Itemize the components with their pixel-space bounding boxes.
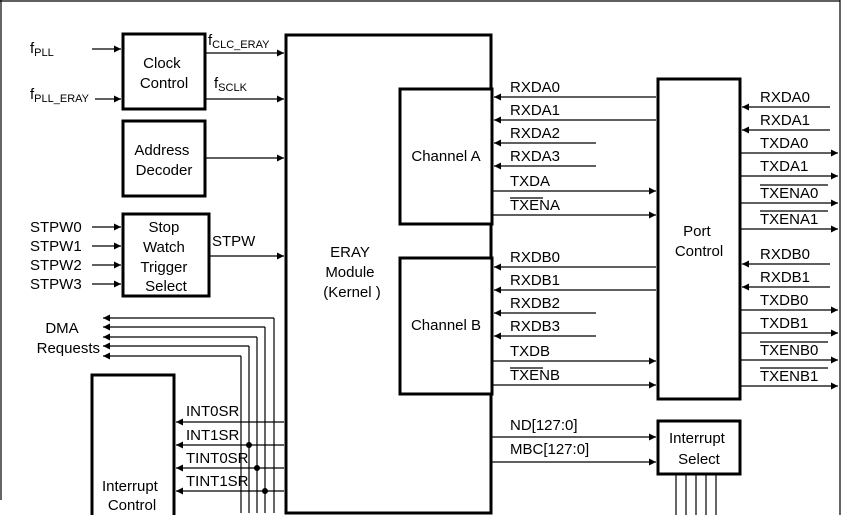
port-txda1-label: TXDA1 [760,158,808,175]
ch-a-txena-label: TXENA [510,197,560,214]
port-txdb0-label: TXDB0 [760,292,808,309]
eray-module-label: ERAY Module (Kernel ) [323,244,381,301]
channel-a-label: Channel A [411,148,480,165]
stpw-label: STPW [212,233,256,250]
interrupt-select-block [656,419,742,476]
clock-control-label: Clock Control [140,55,188,92]
ch-a-txda-label: TXDA [510,173,550,190]
address-decoder-block [121,119,207,198]
ch-b-rxdb3-label: RXDB3 [510,318,560,335]
ch-a-rxda1-label: RXDA1 [510,102,560,119]
junction-dot [246,442,252,448]
port-rxdb0-label: RXDB0 [760,246,810,263]
f-pll-eray-label: fPLL_ERAY [30,86,90,105]
interrupt-select-label: Interrupt Select [669,430,729,468]
junction-dot [262,488,268,494]
port-rxda0-label: RXDA0 [760,89,810,106]
interrupt-control-block [90,373,176,515]
stop-watch-trigger-label: Stop Watch Trigger Select [140,219,191,295]
ch-b-txenb-label: TXENB [510,367,560,384]
stpw1-label: STPW1 [30,238,82,255]
ch-b-txdb-label: TXDB [510,343,550,360]
port-rxda1-label: RXDA1 [760,112,810,129]
port-control-label: Port Control [675,223,723,260]
stpw3-label: STPW3 [30,276,82,293]
stpw2-label: STPW2 [30,257,82,274]
port-control-block [656,77,742,401]
port-txenb1-label: TXENB1 [760,368,818,385]
mbc-bus-label: MBC[127:0] [510,441,589,458]
clock-control-block [121,32,207,111]
interrupt-control-label: Interrupt Control [102,478,162,514]
f-clc-eray-label: fCLC_ERAY [208,32,270,51]
port-txenb0-label: TXENB0 [760,342,818,359]
ch-a-rxda2-label: RXDA2 [510,125,560,142]
port-txena1-label: TXENA1 [760,211,818,228]
channel-b-label: Channel B [411,317,481,334]
port-txdb1-label: TXDB1 [760,315,808,332]
dma-requests-label: DMA Requests [37,320,100,357]
port-txena0-label: TXENA0 [760,185,818,202]
channel-b-block [398,256,494,396]
ch-b-rxdb1-label: RXDB1 [510,272,560,289]
stpw0-label: STPW0 [30,219,82,236]
ch-b-rxdb0-label: RXDB0 [510,249,560,266]
tint1sr-label: TINT1SR [186,473,249,490]
tint0sr-label: TINT0SR [186,450,249,467]
port-txda0-label: TXDA0 [760,135,808,152]
f-sclk-label: fSCLK [214,75,248,94]
ch-b-rxdb2-label: RXDB2 [510,295,560,312]
channel-a-block [398,87,494,226]
f-pll-label: fPLL [30,40,54,59]
int0sr-label: INT0SR [186,403,240,420]
int1sr-label: INT1SR [186,427,240,444]
nd-bus-label: ND[127:0] [510,417,578,434]
port-rxdb1-label: RXDB1 [760,269,810,286]
stop-watch-trigger-block [121,212,211,298]
junction-dot [254,465,260,471]
ch-a-rxda3-label: RXDA3 [510,148,560,165]
address-decoder-label: Address Decoder [134,142,193,179]
ch-a-rxda0-label: RXDA0 [510,79,560,96]
